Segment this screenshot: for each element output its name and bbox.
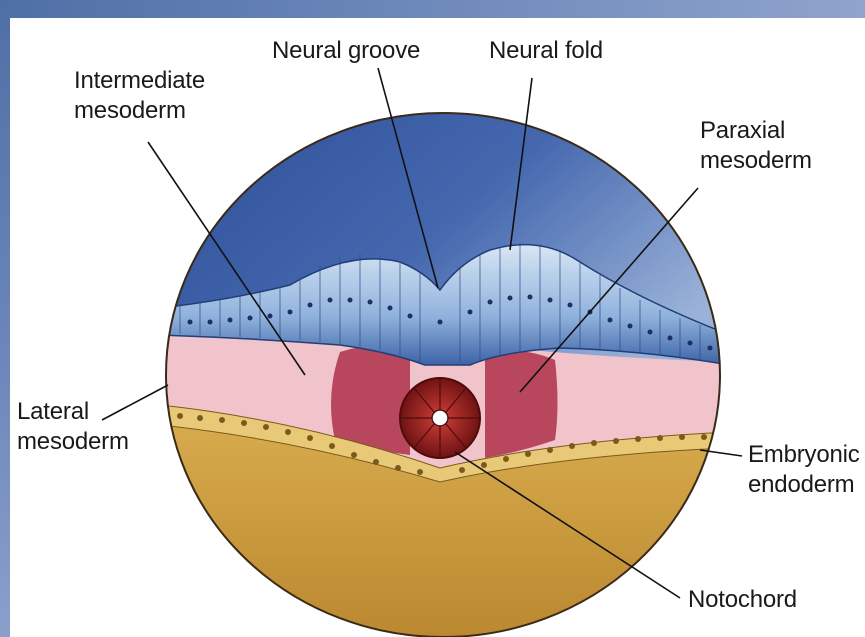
label-paraxial-mesoderm: Paraxial mesoderm: [700, 116, 812, 176]
label-neural-groove: Neural groove: [272, 36, 420, 66]
notochord-lumen: [432, 410, 448, 426]
oval-contents: [160, 100, 730, 637]
label-embryonic-endoderm: Embryonic endoderm: [748, 440, 860, 500]
label-lateral-mesoderm: Lateral mesoderm: [17, 397, 129, 457]
paraxial-block-right: [485, 351, 558, 458]
label-intermediate-mesoderm: Intermediate mesoderm: [74, 66, 205, 126]
label-neural-fold: Neural fold: [489, 36, 603, 66]
label-notochord: Notochord: [688, 585, 797, 615]
